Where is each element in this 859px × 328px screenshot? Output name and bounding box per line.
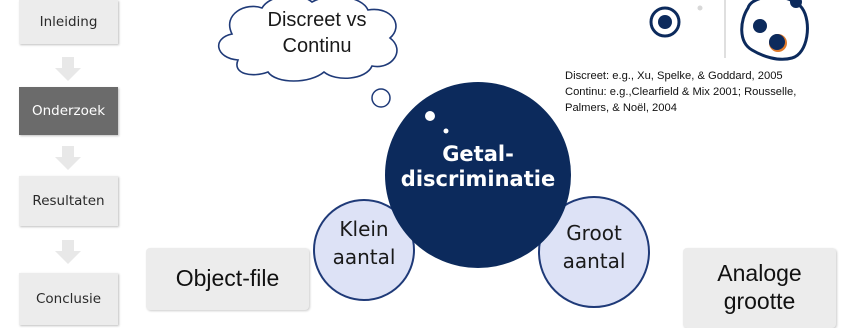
nav-item-label: Onderzoek <box>31 103 106 119</box>
nav-item-label: Inleiding <box>39 14 98 30</box>
groot-aantal-line1: Groot <box>566 221 622 245</box>
thought-cloud-label: Discreet vs Continu <box>262 7 372 59</box>
nav-item-label: Resultaten <box>32 193 105 209</box>
thought-cloud-line2: Continu <box>282 35 352 57</box>
groot-aantal-line2: aantal <box>562 249 626 273</box>
klein-aantal-circle <box>313 199 415 301</box>
center-label-line1: Getal- <box>442 142 514 166</box>
thought-cloud-line1: Discreet vs <box>267 9 367 31</box>
object-file-label: Object-file <box>175 265 280 292</box>
groot-aantal-circle <box>538 196 650 308</box>
analoge-grootte-box: Analoge grootte <box>683 248 836 328</box>
nav-item-resultaten[interactable]: Resultaten <box>19 176 118 226</box>
references-text: Discreet: e.g., Xu, Spelke, & Goddard, 2… <box>565 68 796 117</box>
analoge-grootte-line2: grootte <box>723 288 796 314</box>
down-arrow-icon <box>55 146 81 170</box>
klein-aantal-line2: aantal <box>332 245 396 269</box>
object-file-box: Object-file <box>146 248 309 310</box>
klein-aantal-line1: Klein <box>339 217 389 241</box>
reference-line: Continu: e.g.,Clearfield & Mix 2001; Rou… <box>565 86 797 99</box>
nav-item-inleiding[interactable]: Inleiding <box>19 0 118 44</box>
highlight-dot <box>443 128 449 134</box>
thought-cloud <box>218 0 398 108</box>
nav-item-onderzoek[interactable]: Onderzoek <box>19 87 118 135</box>
reference-line: Discreet: e.g., Xu, Spelke, & Goddard, 2… <box>565 70 783 82</box>
center-label-line2: discriminatie <box>400 167 556 192</box>
klein-aantal-label: Klein aantal <box>324 215 404 271</box>
getal-discriminatie-circle <box>385 82 571 268</box>
dot-cluster-icon <box>649 0 809 61</box>
down-arrow-icon <box>55 57 81 81</box>
nav-item-conclusie[interactable]: Conclusie <box>19 273 118 325</box>
groot-aantal-label: Groot aantal <box>554 219 634 275</box>
highlight-dot <box>425 111 435 121</box>
center-label: Getal- discriminatie <box>388 142 568 192</box>
down-arrow-icon <box>55 240 81 264</box>
reference-line: Palmers, & Noël, 2004 <box>565 102 677 115</box>
analoge-grootte-line1: Analoge <box>717 260 802 287</box>
nav-item-label: Conclusie <box>35 291 102 307</box>
